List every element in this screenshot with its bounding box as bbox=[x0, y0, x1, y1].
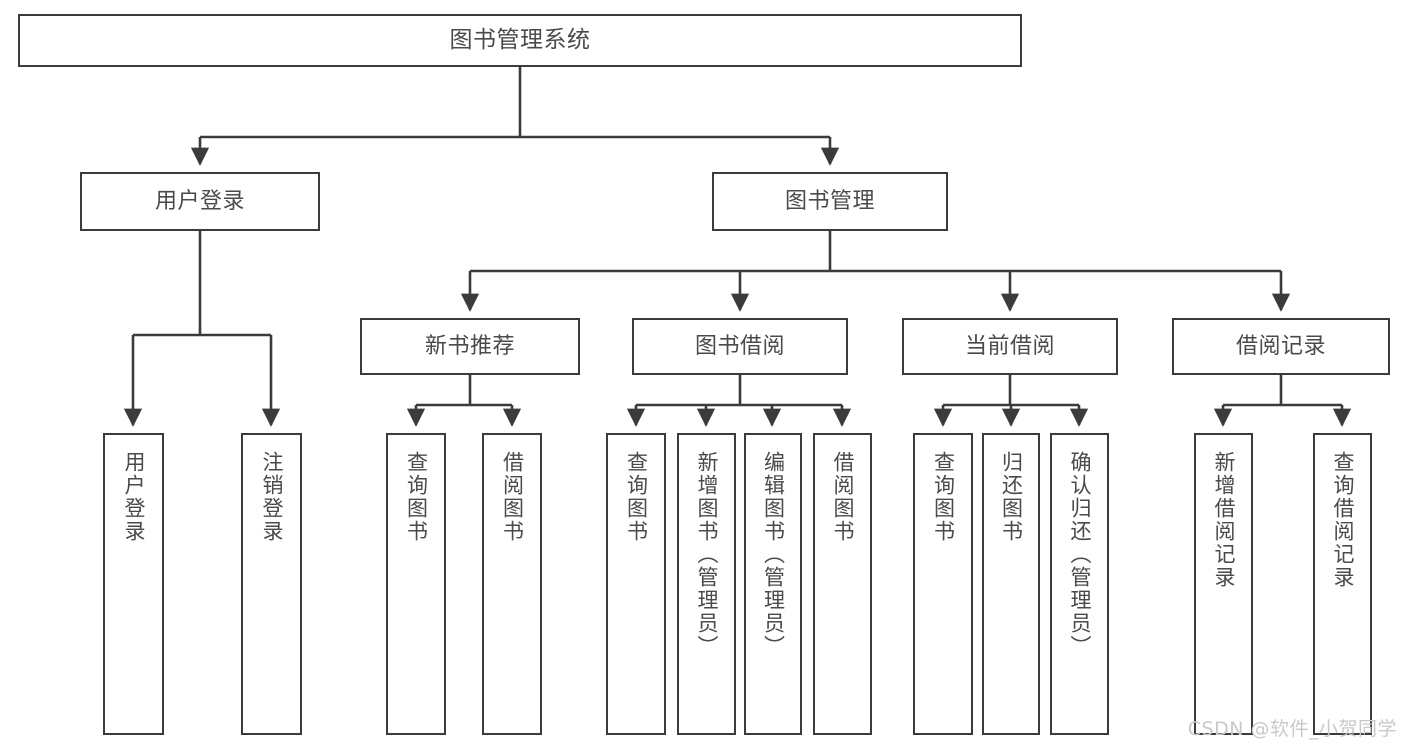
node-label: 编辑图书（管理员） bbox=[761, 451, 786, 658]
node-label: 查询图书 bbox=[404, 451, 429, 543]
node-label: 用户登录 bbox=[121, 451, 146, 543]
leaf-query-book-borrowing[interactable]: 查询图书 bbox=[606, 433, 666, 735]
leaf-query-book-recommendation[interactable]: 查询图书 bbox=[386, 433, 446, 735]
node-label: 新增图书（管理员） bbox=[694, 451, 719, 658]
node-current-borrowing[interactable]: 当前借阅 bbox=[902, 318, 1118, 375]
node-label: 归还图书 bbox=[999, 451, 1024, 543]
leaf-user-login[interactable]: 用户登录 bbox=[103, 433, 164, 735]
leaf-edit-book-admin[interactable]: 编辑图书（管理员） bbox=[744, 433, 802, 735]
node-label: 借阅记录 bbox=[1235, 333, 1326, 359]
leaf-confirm-return-admin[interactable]: 确认归还（管理员） bbox=[1050, 433, 1109, 735]
node-user-login[interactable]: 用户登录 bbox=[80, 172, 320, 231]
node-label: 注销登录 bbox=[259, 451, 284, 543]
leaf-query-book-current[interactable]: 查询图书 bbox=[913, 433, 973, 735]
node-book-management[interactable]: 图书管理 bbox=[712, 172, 948, 231]
node-root-book-management-system[interactable]: 图书管理系统 bbox=[18, 14, 1022, 67]
leaf-add-book-admin[interactable]: 新增图书（管理员） bbox=[677, 433, 736, 735]
node-label: 图书管理系统 bbox=[449, 27, 591, 54]
node-label: 查询借阅记录 bbox=[1330, 451, 1355, 589]
node-label: 借阅图书 bbox=[830, 451, 855, 543]
node-label: 查询图书 bbox=[624, 451, 649, 543]
leaf-add-borrowing-record[interactable]: 新增借阅记录 bbox=[1194, 433, 1253, 735]
node-label: 借阅图书 bbox=[500, 451, 525, 543]
node-borrowing-record[interactable]: 借阅记录 bbox=[1172, 318, 1390, 375]
watermark-text: CSDN @软件_小贺同学 bbox=[1187, 718, 1397, 740]
node-label: 确认归还（管理员） bbox=[1067, 451, 1092, 658]
node-label: 用户登录 bbox=[154, 188, 245, 214]
node-label: 图书借阅 bbox=[694, 333, 785, 359]
leaf-logout[interactable]: 注销登录 bbox=[241, 433, 302, 735]
node-label: 当前借阅 bbox=[964, 333, 1055, 359]
leaf-borrow-book-borrowing[interactable]: 借阅图书 bbox=[813, 433, 872, 735]
node-book-borrowing[interactable]: 图书借阅 bbox=[632, 318, 848, 375]
leaf-return-book[interactable]: 归还图书 bbox=[982, 433, 1040, 735]
node-label: 图书管理 bbox=[784, 188, 875, 214]
leaf-borrow-book-recommendation[interactable]: 借阅图书 bbox=[482, 433, 542, 735]
node-label: 新增借阅记录 bbox=[1211, 451, 1236, 589]
node-label: 查询图书 bbox=[931, 451, 956, 543]
node-new-book-recommendation[interactable]: 新书推荐 bbox=[360, 318, 580, 375]
leaf-query-borrowing-record[interactable]: 查询借阅记录 bbox=[1313, 433, 1372, 735]
node-label: 新书推荐 bbox=[424, 333, 515, 359]
